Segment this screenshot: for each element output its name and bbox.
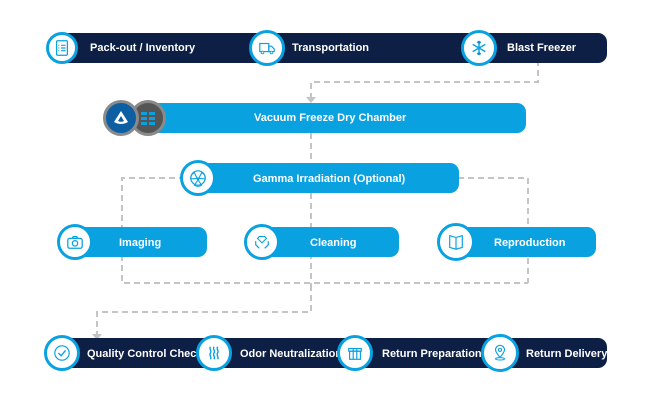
checkmark-icon [44, 335, 80, 371]
step-label: Reproduction [494, 237, 566, 249]
step-label: Pack-out / Inventory [90, 42, 196, 54]
top-process-bar [55, 33, 607, 63]
arrow-to-quality [92, 334, 102, 340]
gamma-label: Gamma Irradiation (Optional) [253, 173, 406, 185]
location-pin-icon [481, 334, 519, 372]
book-icon [437, 223, 475, 261]
step-label: Return Preparation [382, 348, 482, 360]
chamber-label: Vacuum Freeze Dry Chamber [254, 112, 407, 124]
truck-icon [249, 30, 285, 66]
step-label: Transportation [292, 42, 370, 54]
step-label: Imaging [119, 237, 162, 249]
step-label: Blast Freezer [507, 42, 577, 54]
step-label: Quality Control Check [87, 348, 203, 360]
hands-diamond-icon [244, 224, 280, 260]
gamma-bar [195, 163, 459, 193]
step-label: Odor Neutralization [240, 348, 343, 360]
connector-to-quality [96, 285, 312, 335]
connector-blast-to-chamber [310, 60, 539, 98]
package-icon [337, 335, 373, 371]
radiation-icon [180, 160, 216, 196]
step-label: Return Delivery [526, 348, 608, 360]
chamber-bar [138, 103, 526, 133]
camera-icon [57, 224, 93, 260]
arrow-to-chamber [306, 97, 316, 103]
step-label: Cleaning [310, 237, 357, 249]
chamber-logo-icon [103, 100, 139, 136]
heat-waves-icon [196, 335, 232, 371]
snowflake-icon [461, 30, 497, 66]
checklist-icon [46, 32, 78, 64]
